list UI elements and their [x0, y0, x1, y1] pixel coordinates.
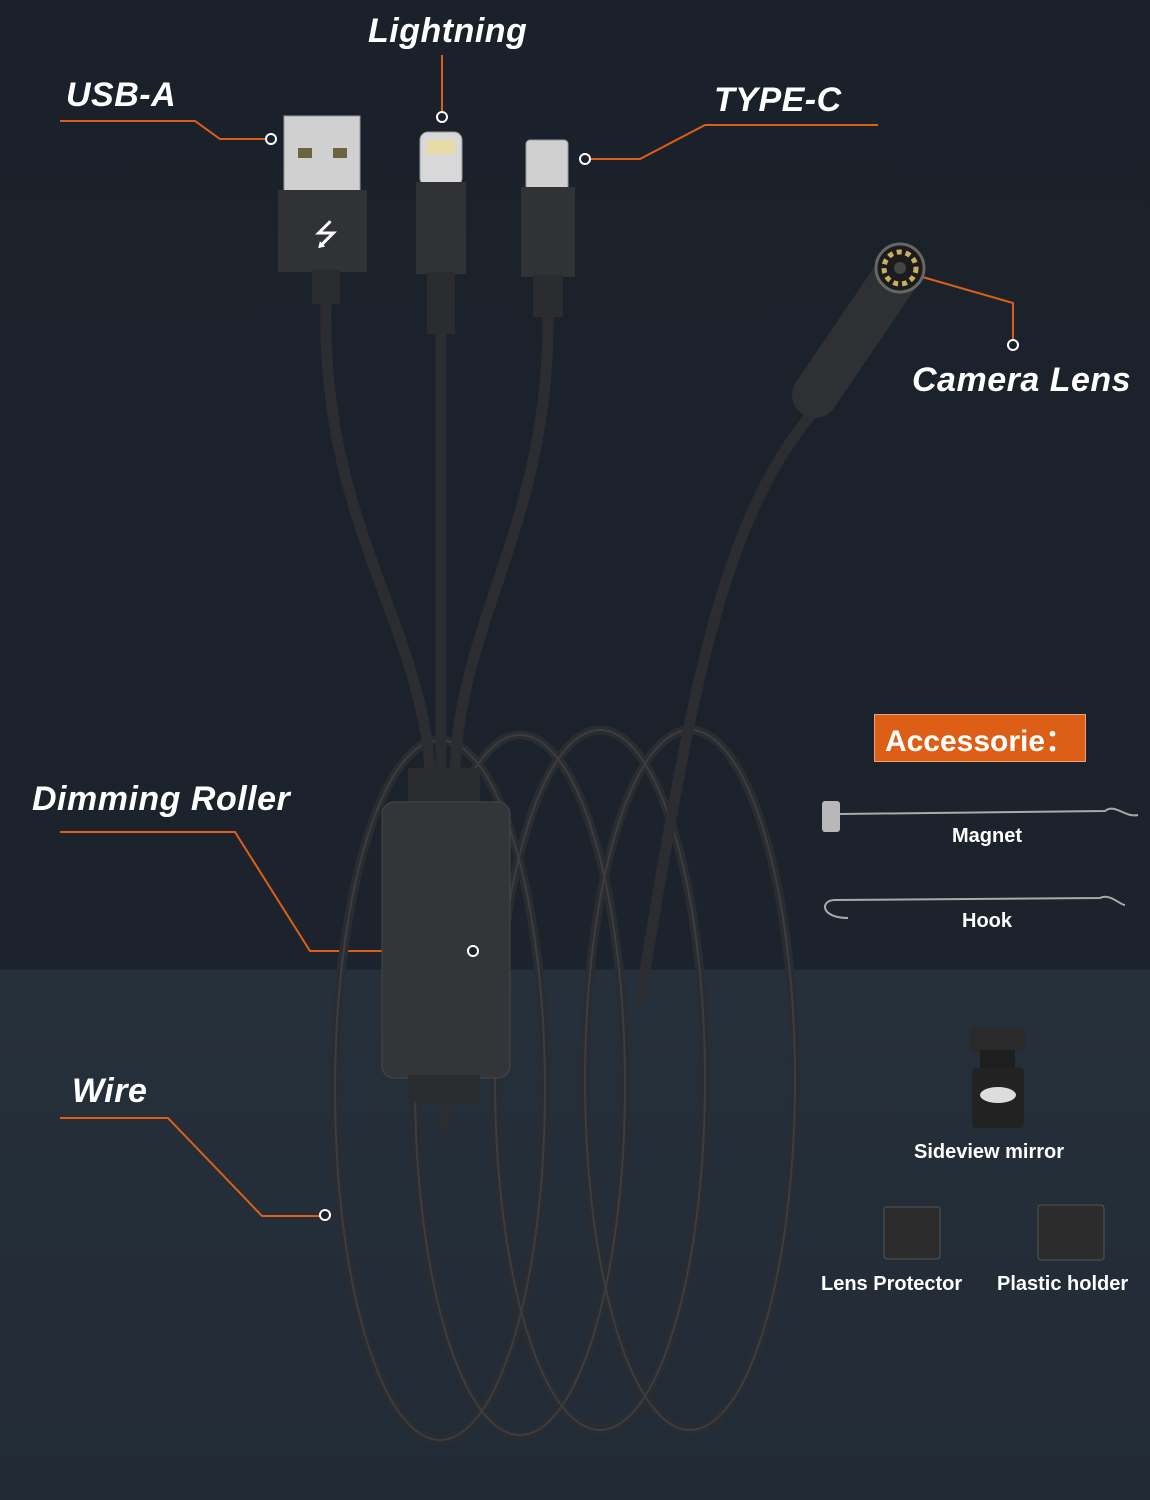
- callout-dots: [265, 111, 1019, 1221]
- magnet-image: [822, 801, 1139, 832]
- sideview-mirror-image: [970, 1027, 1025, 1128]
- label-lightning: Lightning: [368, 12, 528, 50]
- usb-a-connector: ⭍: [278, 115, 367, 304]
- accessory-label-sideview-mirror: Sideview mirror: [914, 1141, 1065, 1163]
- lightning-connector: [416, 131, 466, 334]
- accessory-label-magnet: Magnet: [952, 825, 1022, 847]
- cables: [320, 299, 820, 1130]
- accessory-label-plastic-holder: Plastic holder: [997, 1273, 1129, 1295]
- hook-image: [824, 895, 1126, 919]
- accessories-heading: Accessorie：: [874, 714, 1086, 762]
- accessory-label-hook: Hook: [962, 910, 1012, 932]
- type-c-connector: [521, 139, 575, 317]
- label-wire: Wire: [72, 1072, 148, 1110]
- camera-probe: [792, 242, 926, 418]
- accessory-label-lens-protector: Lens Protector: [821, 1273, 963, 1295]
- dimming-roller: [381, 768, 511, 1103]
- label-usb-a: USB-A: [66, 76, 177, 114]
- label-camera-lens: Camera Lens: [912, 361, 1132, 399]
- usb-icon: ⭍: [314, 219, 339, 252]
- lens-protector-image: [883, 1206, 941, 1260]
- label-type-c: TYPE-C: [714, 81, 842, 119]
- label-dimming-roller: Dimming Roller: [32, 780, 291, 818]
- plastic-holder-image: [1037, 1204, 1105, 1261]
